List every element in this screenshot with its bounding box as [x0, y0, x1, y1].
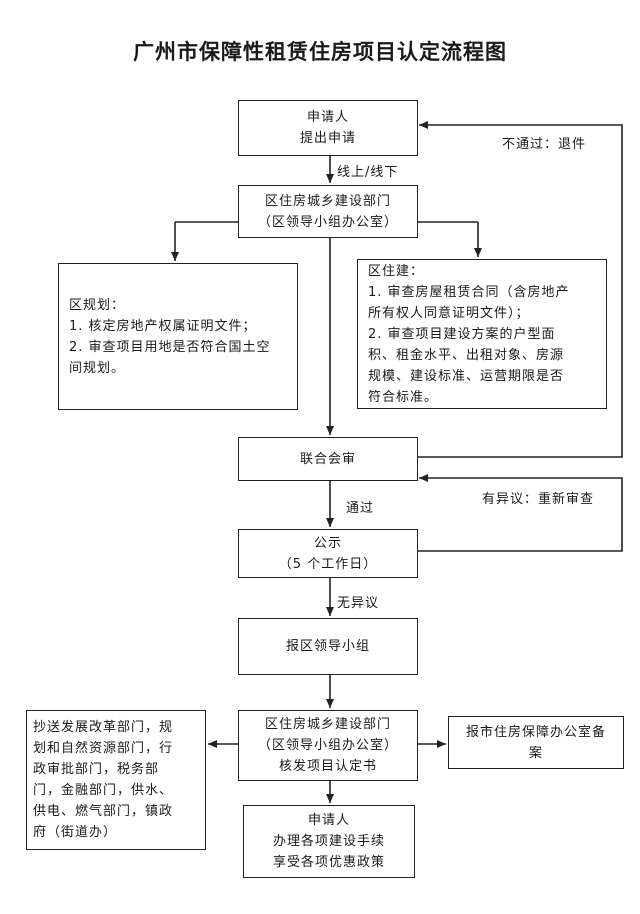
node-construction-line: 区住建：	[368, 263, 425, 279]
node-cc-line: 门，金融部门，供水、	[33, 783, 174, 798]
node-final-line: 办理各项建设手续	[272, 834, 385, 849]
node-planning-line: 1. 核定房地产权属证明文件；	[69, 318, 257, 334]
node-publicity-line: 公示	[313, 535, 342, 551]
node-leader-group: 报区领导小组	[238, 618, 418, 675]
node-issue-cert-line: 区住房城乡建设部门	[264, 717, 391, 732]
node-issue-cert-line: 核发项目认定书	[278, 759, 377, 774]
node-district-housing-line: （区领导小组办公室）	[257, 214, 398, 230]
node-construction-line: 规模、建设标准、运营期限是否	[368, 368, 565, 384]
node-apply-line: 提出申请	[299, 131, 356, 146]
label-rejected: 不通过：退件	[502, 137, 587, 152]
node-issue-cert-line: （区领导小组办公室）	[257, 738, 398, 753]
node-construction: 区住建： 1. 审查房屋租赁合同（含房地产 所有权人同意证明文件）； 2. 审查…	[357, 259, 607, 409]
label-online-offline: 线上/线下	[337, 165, 399, 180]
node-planning: 区规划： 1. 核定房地产权属证明文件； 2. 审查项目用地是否符合国土空 间规…	[58, 263, 298, 410]
node-district-housing: 区住房城乡建设部门 （区领导小组办公室）	[238, 185, 418, 238]
node-construction-line: 所有权人同意证明文件）；	[368, 305, 530, 321]
label-no-objection: 无异议	[337, 596, 380, 611]
node-cc-line: 政审批部门，税务部	[33, 762, 160, 777]
node-final-line: 享受各项优惠政策	[272, 855, 385, 870]
node-planning-line: 2. 审查项目用地是否符合国土空	[69, 339, 271, 355]
page-title: 广州市保障性租赁住房项目认定流程图	[133, 40, 507, 64]
node-publicity: 公示 （5 个工作日）	[238, 529, 418, 578]
node-city-filing-line: 案	[528, 745, 543, 761]
node-construction-line: 符合标准。	[368, 389, 439, 405]
node-joint-review: 联合会审	[238, 437, 418, 481]
node-construction-line: 积、租金水平、出租对象、房源	[368, 347, 565, 363]
label-passed: 通过	[346, 501, 375, 516]
node-apply-line: 申请人	[306, 110, 349, 125]
node-district-housing-line: 区住房城乡建设部门	[264, 193, 391, 209]
node-final-line: 申请人	[307, 813, 350, 828]
node-planning-line: 间规划。	[69, 360, 126, 376]
node-cc-line: 府（街道办）	[33, 825, 118, 840]
arrow-objection-loop	[418, 474, 623, 552]
node-publicity-line: （5 个工作日）	[278, 556, 378, 572]
node-cc-line: 划和自然资源部门，行	[33, 741, 174, 756]
node-apply: 申请人 提出申请	[238, 100, 418, 156]
node-cc-departments: 抄送发展改革部门，规 划和自然资源部门，行 政审批部门，税务部 门，金融部门，供…	[26, 710, 206, 850]
node-city-filing-line: 报市住房保障办公室备	[465, 724, 606, 740]
node-joint-review-line: 联合会审	[299, 451, 356, 467]
arrow-rejected-loop	[418, 121, 623, 458]
node-construction-line: 2. 审查项目建设方案的户型面	[368, 326, 556, 342]
node-cc-line: 供电、燃气部门，镇政	[33, 804, 174, 819]
node-leader-group-line: 报区领导小组	[285, 639, 370, 654]
node-construction-line: 1. 审查房屋租赁合同（含房地产	[368, 284, 570, 300]
label-objection: 有异议：重新审查	[482, 492, 595, 507]
node-issue-cert: 区住房城乡建设部门 （区领导小组办公室） 核发项目认定书	[238, 710, 418, 781]
node-cc-line: 抄送发展改革部门，规	[33, 720, 174, 735]
node-planning-line: 区规划：	[69, 297, 126, 313]
node-final: 申请人 办理各项建设手续 享受各项优惠政策	[243, 805, 415, 878]
node-city-filing: 报市住房保障办公室备 案	[448, 716, 624, 769]
